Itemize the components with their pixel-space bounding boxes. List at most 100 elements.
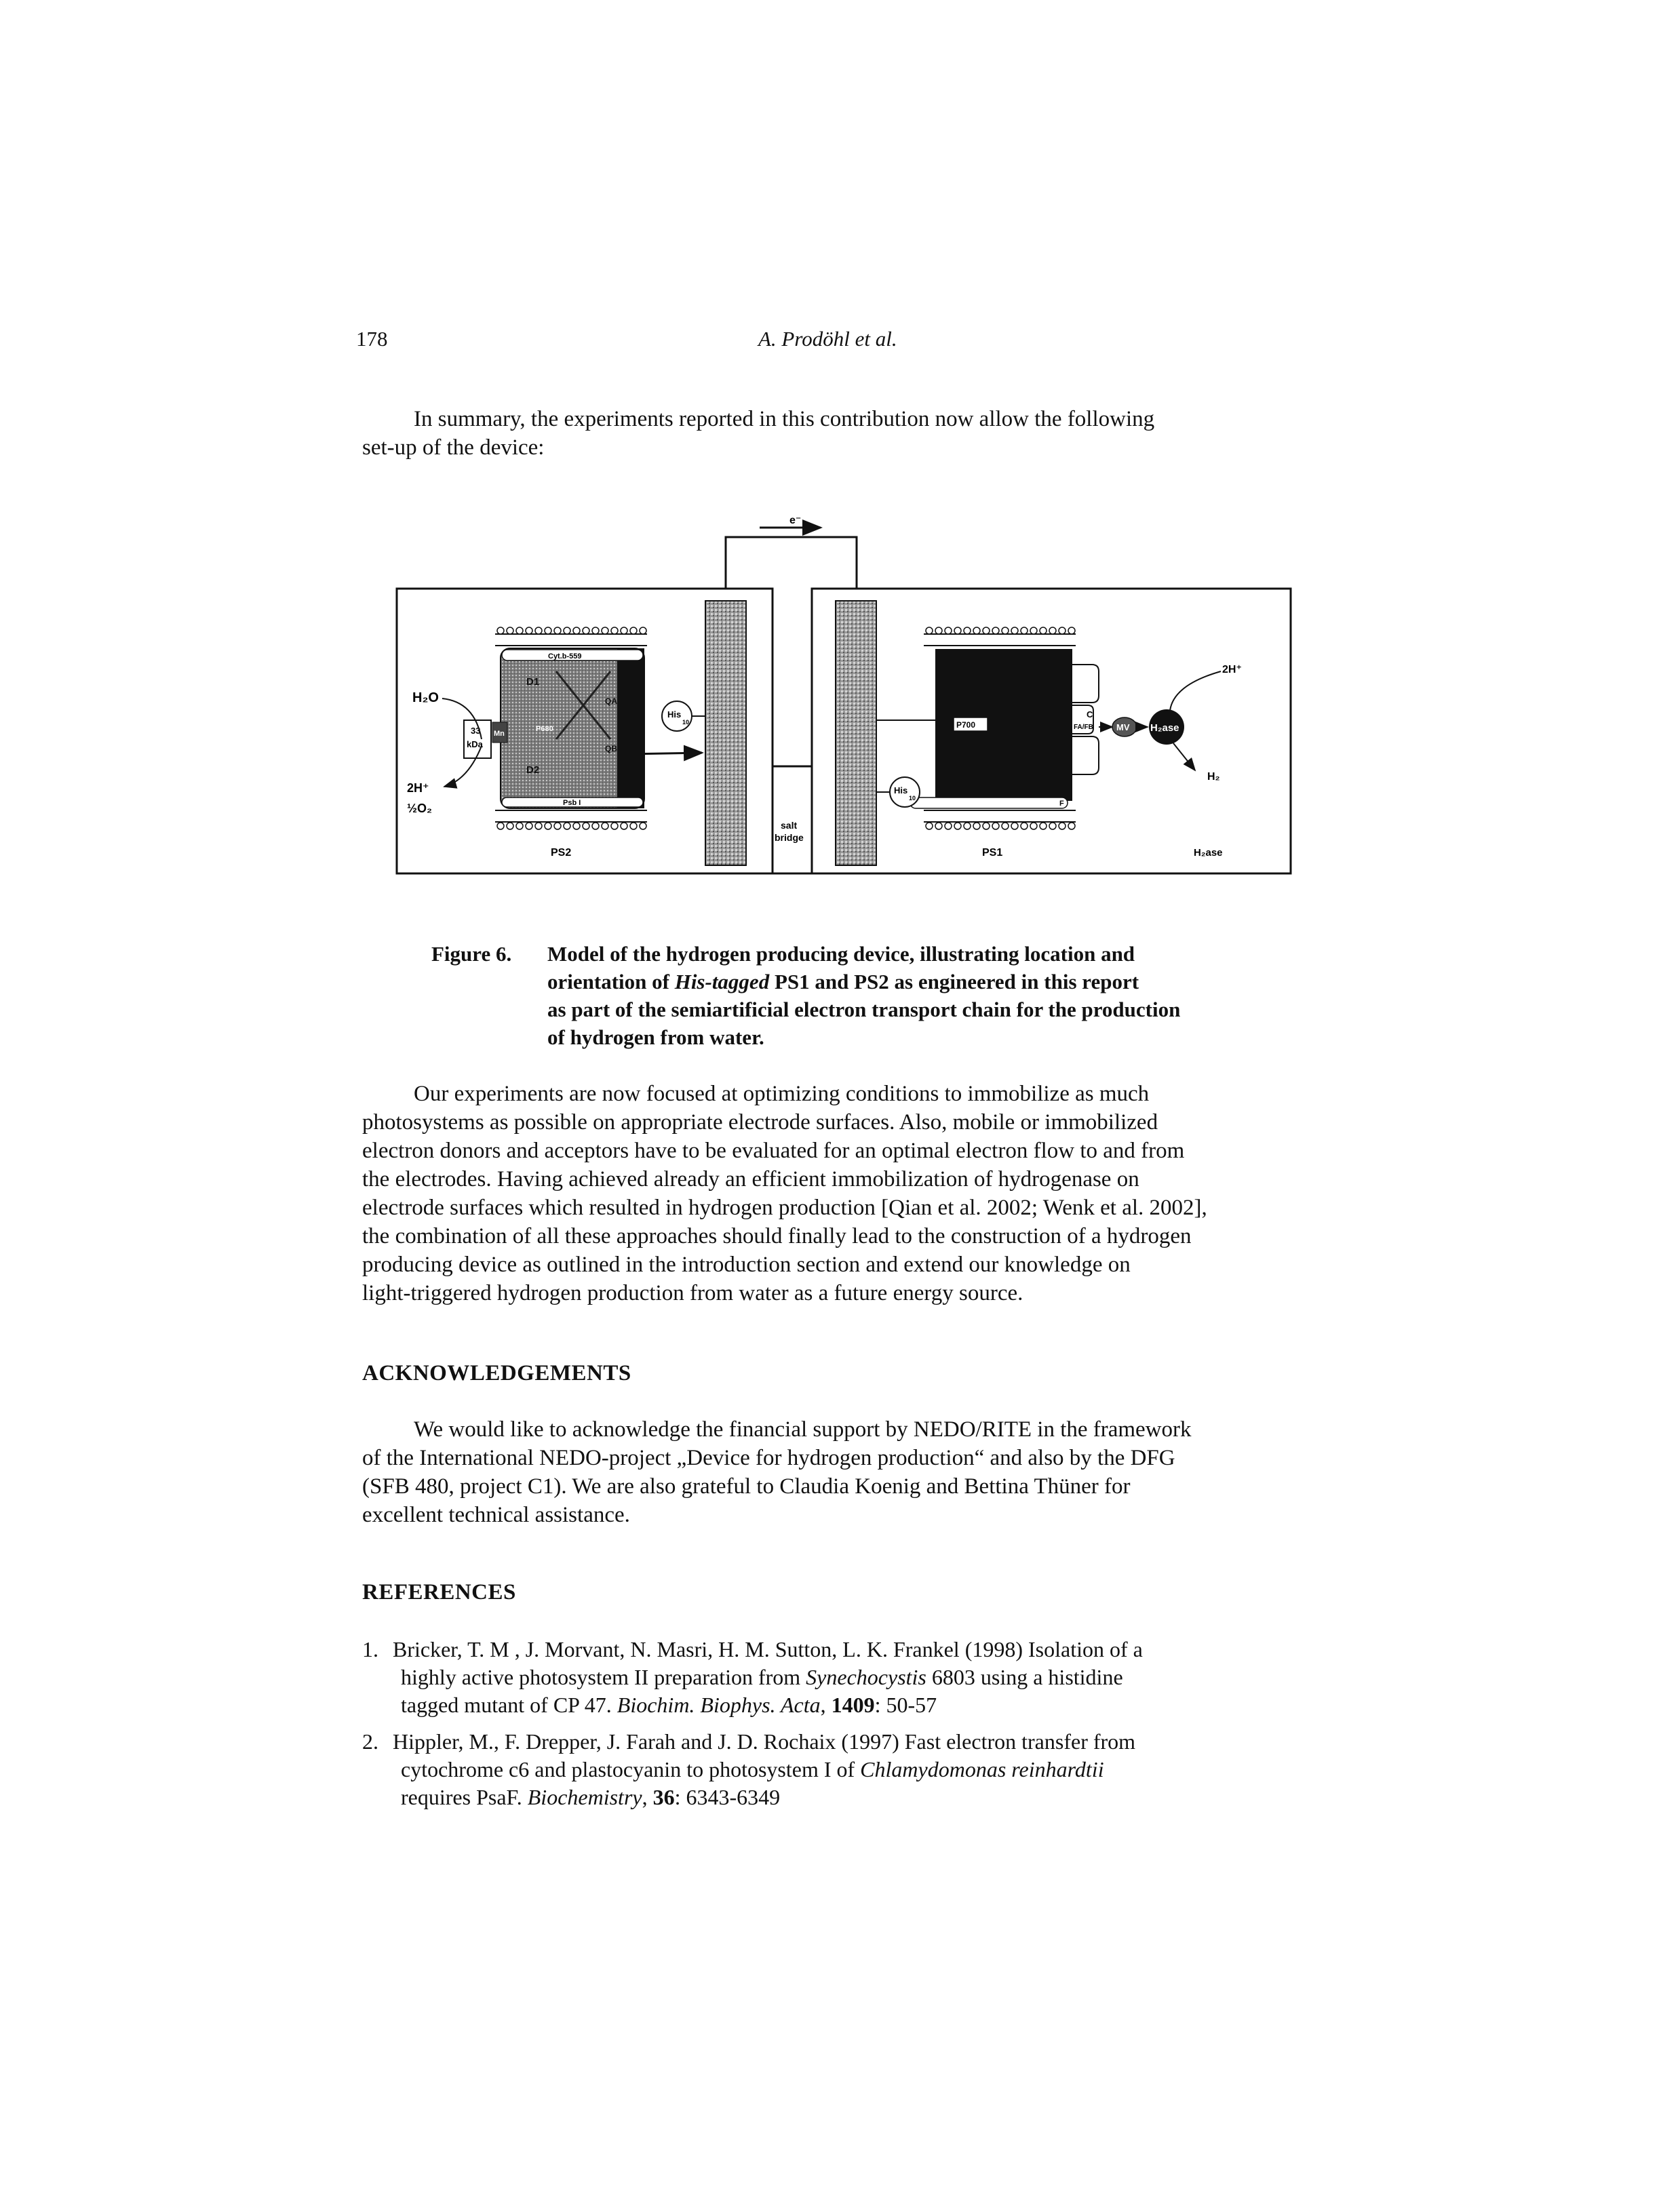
caption-line-2-italic: His-tagged xyxy=(674,970,770,993)
caption-line-2-post: PS1 and PS2 as engineered in this report xyxy=(769,970,1139,993)
ack-paragraph: We would like to acknowledge the financi… xyxy=(362,1415,1295,1529)
mn-cluster xyxy=(492,722,508,743)
salt-bridge xyxy=(771,765,813,875)
r1-l3-pages: : 50-57 xyxy=(874,1693,937,1717)
ps2-compartment xyxy=(395,587,774,875)
reference-2: 2. Hippler, M., F. Drepper, J. Farah and… xyxy=(362,1728,1312,1816)
caption-line-3: as part of the semiartificial electron t… xyxy=(547,998,1181,1021)
ps2-his-label: His xyxy=(667,709,681,720)
kda33-unit: kDa xyxy=(467,739,484,749)
ps1-lipid-heads xyxy=(925,627,1076,830)
p2-line-6: the combination of all these approaches … xyxy=(362,1224,1192,1248)
fafb-label: FA/FB xyxy=(1074,724,1093,731)
qb-label: QB xyxy=(605,744,617,753)
references-heading: REFERENCES xyxy=(362,1580,516,1604)
h2ase-enzyme-label: H₂ase xyxy=(1150,722,1179,734)
salt-bridge-label-2: bridge xyxy=(775,832,804,843)
protons-arrow xyxy=(1169,671,1222,711)
ps1-name: PS1 xyxy=(982,847,1002,859)
ps1-subunit-f xyxy=(910,797,1068,809)
reference-2-line-3: requires PsaF. Biochemistry, 36: 6343-63… xyxy=(393,1784,1135,1811)
twoh-ps1: 2H⁺ xyxy=(1222,664,1242,675)
ps2-cross xyxy=(555,671,612,740)
qa-label: QA xyxy=(605,696,617,706)
ack-line-3: (SFB 480, project C1). We are also grate… xyxy=(362,1474,1131,1499)
f-label: F xyxy=(1059,800,1064,808)
salt-bridge-label-1: salt xyxy=(781,820,797,831)
r1-l2-post: 6803 using a histidine xyxy=(926,1665,1123,1689)
halfo2-label: ½O₂ xyxy=(407,802,432,815)
reference-1-text: Bricker, T. M , J. Morvant, N. Masri, H.… xyxy=(393,1636,1143,1719)
h2-label: H₂ xyxy=(1207,771,1220,783)
twoh-ps2: 2H⁺ xyxy=(407,781,429,795)
h2o-label: H₂O xyxy=(412,690,439,705)
figure-6-diagram: e⁻ salt bridge Cyt.b-559 Psb I D1 D2 QA … xyxy=(395,515,1292,875)
figure-caption-label: Figure 6. xyxy=(431,942,512,966)
reference-2-line-2: cytochrome c6 and plastocyanin to photos… xyxy=(393,1756,1135,1784)
h2ase-enzyme xyxy=(1149,709,1184,745)
reference-2-number: 2. xyxy=(362,1729,378,1754)
p2-line-5: electrode surfaces which resulted in hyd… xyxy=(362,1196,1207,1220)
p2-line-3: electron donors and acceptors have to be… xyxy=(362,1139,1185,1163)
p700-box xyxy=(953,717,988,732)
ps1-electrode xyxy=(835,600,877,866)
r2-l3-volume: 36 xyxy=(652,1785,675,1809)
r1-l3-volume: 1409 xyxy=(831,1693,875,1717)
ps2-name: PS2 xyxy=(551,847,571,859)
figure-caption: Model of the hydrogen producing device, … xyxy=(547,940,1180,1051)
reference-1-line-2: highly active photosystem II preparation… xyxy=(393,1663,1143,1691)
r1-l2-italic: Synechocystis xyxy=(806,1665,926,1689)
ps2-his-sub: 10 xyxy=(682,719,689,726)
cyt-b559 xyxy=(501,649,644,661)
r1-l3-pre: tagged mutant of CP 47. xyxy=(401,1693,617,1717)
p2-line-2: photosystems as possible on appropriate … xyxy=(362,1110,1158,1135)
ps2-dark-subunit xyxy=(617,648,644,808)
d2-label: D2 xyxy=(526,764,539,776)
oxygen-arrow xyxy=(443,745,482,789)
paragraph-2: Our experiments are now focused at optim… xyxy=(362,1080,1295,1307)
reference-1-line-1: Bricker, T. M , J. Morvant, N. Masri, H.… xyxy=(393,1637,1143,1661)
c-label: C xyxy=(1087,709,1093,720)
r2-l3-journal: Biochemistry xyxy=(527,1785,642,1809)
r2-l3-pages: : 6343-6349 xyxy=(674,1785,781,1809)
running-title: A. Prodöhl et al. xyxy=(758,327,897,351)
caption-line-2: orientation of His-tagged PS1 and PS2 as… xyxy=(547,968,1180,996)
cyt-b559-label: Cyt.b-559 xyxy=(548,652,582,661)
reference-2-text: Hippler, M., F. Drepper, J. Farah and J.… xyxy=(393,1728,1135,1811)
ps2-electrode xyxy=(705,600,747,866)
p2-line-4: the electrodes. Having achieved already … xyxy=(362,1167,1139,1191)
p2-line-7: producing device as outlined in the intr… xyxy=(362,1253,1131,1277)
psbi xyxy=(501,797,644,808)
intro-line-1: In summary, the experiments reported in … xyxy=(414,407,1155,431)
r1-l3-sep: , xyxy=(820,1693,832,1717)
ps1-compartment xyxy=(810,587,1292,875)
p2-line-8: light-triggered hydrogen production from… xyxy=(362,1281,1023,1305)
ack-line-2: of the International NEDO-project „Devic… xyxy=(362,1446,1175,1470)
h2-arrow xyxy=(1173,743,1196,772)
psbi-label: Psb I xyxy=(563,799,581,807)
caption-line-4: of hydrogen from water. xyxy=(547,1025,764,1049)
ps2-lipid-heads xyxy=(496,627,647,830)
ack-heading: ACKNOWLEDGEMENTS xyxy=(362,1361,631,1385)
reference-2-line-1: Hippler, M., F. Drepper, J. Farah and J.… xyxy=(393,1729,1136,1754)
p680-label: P680 xyxy=(536,725,553,733)
electron-label: e⁻ xyxy=(789,515,801,526)
r2-l3-sep: , xyxy=(642,1785,653,1809)
page-number: 178 xyxy=(356,327,388,351)
p700-label: P700 xyxy=(956,720,975,730)
p2-line-1: Our experiments are now focused at optim… xyxy=(414,1082,1150,1106)
caption-line-2-pre: orientation of xyxy=(547,970,675,993)
mn-label: Mn xyxy=(494,730,505,738)
electron-wire xyxy=(724,519,858,589)
ps1-stromal-subunit-bottom xyxy=(1071,736,1099,775)
h2o-arrow xyxy=(442,698,482,740)
mv-label: MV xyxy=(1116,722,1130,732)
h2ase-compartment-label: H₂ase xyxy=(1194,847,1223,859)
caption-line-1: Model of the hydrogen producing device, … xyxy=(547,942,1135,966)
ps2-to-electrode-line xyxy=(627,745,704,762)
r2-l3-pre: requires PsaF. xyxy=(401,1785,528,1809)
ps1-stromal-subunit-top xyxy=(1071,664,1099,703)
reference-1-line-3: tagged mutant of CP 47. Biochim. Biophys… xyxy=(393,1691,1143,1719)
ack-line-1: We would like to acknowledge the financi… xyxy=(414,1417,1192,1442)
ack-line-4: excellent technical assistance. xyxy=(362,1503,630,1527)
